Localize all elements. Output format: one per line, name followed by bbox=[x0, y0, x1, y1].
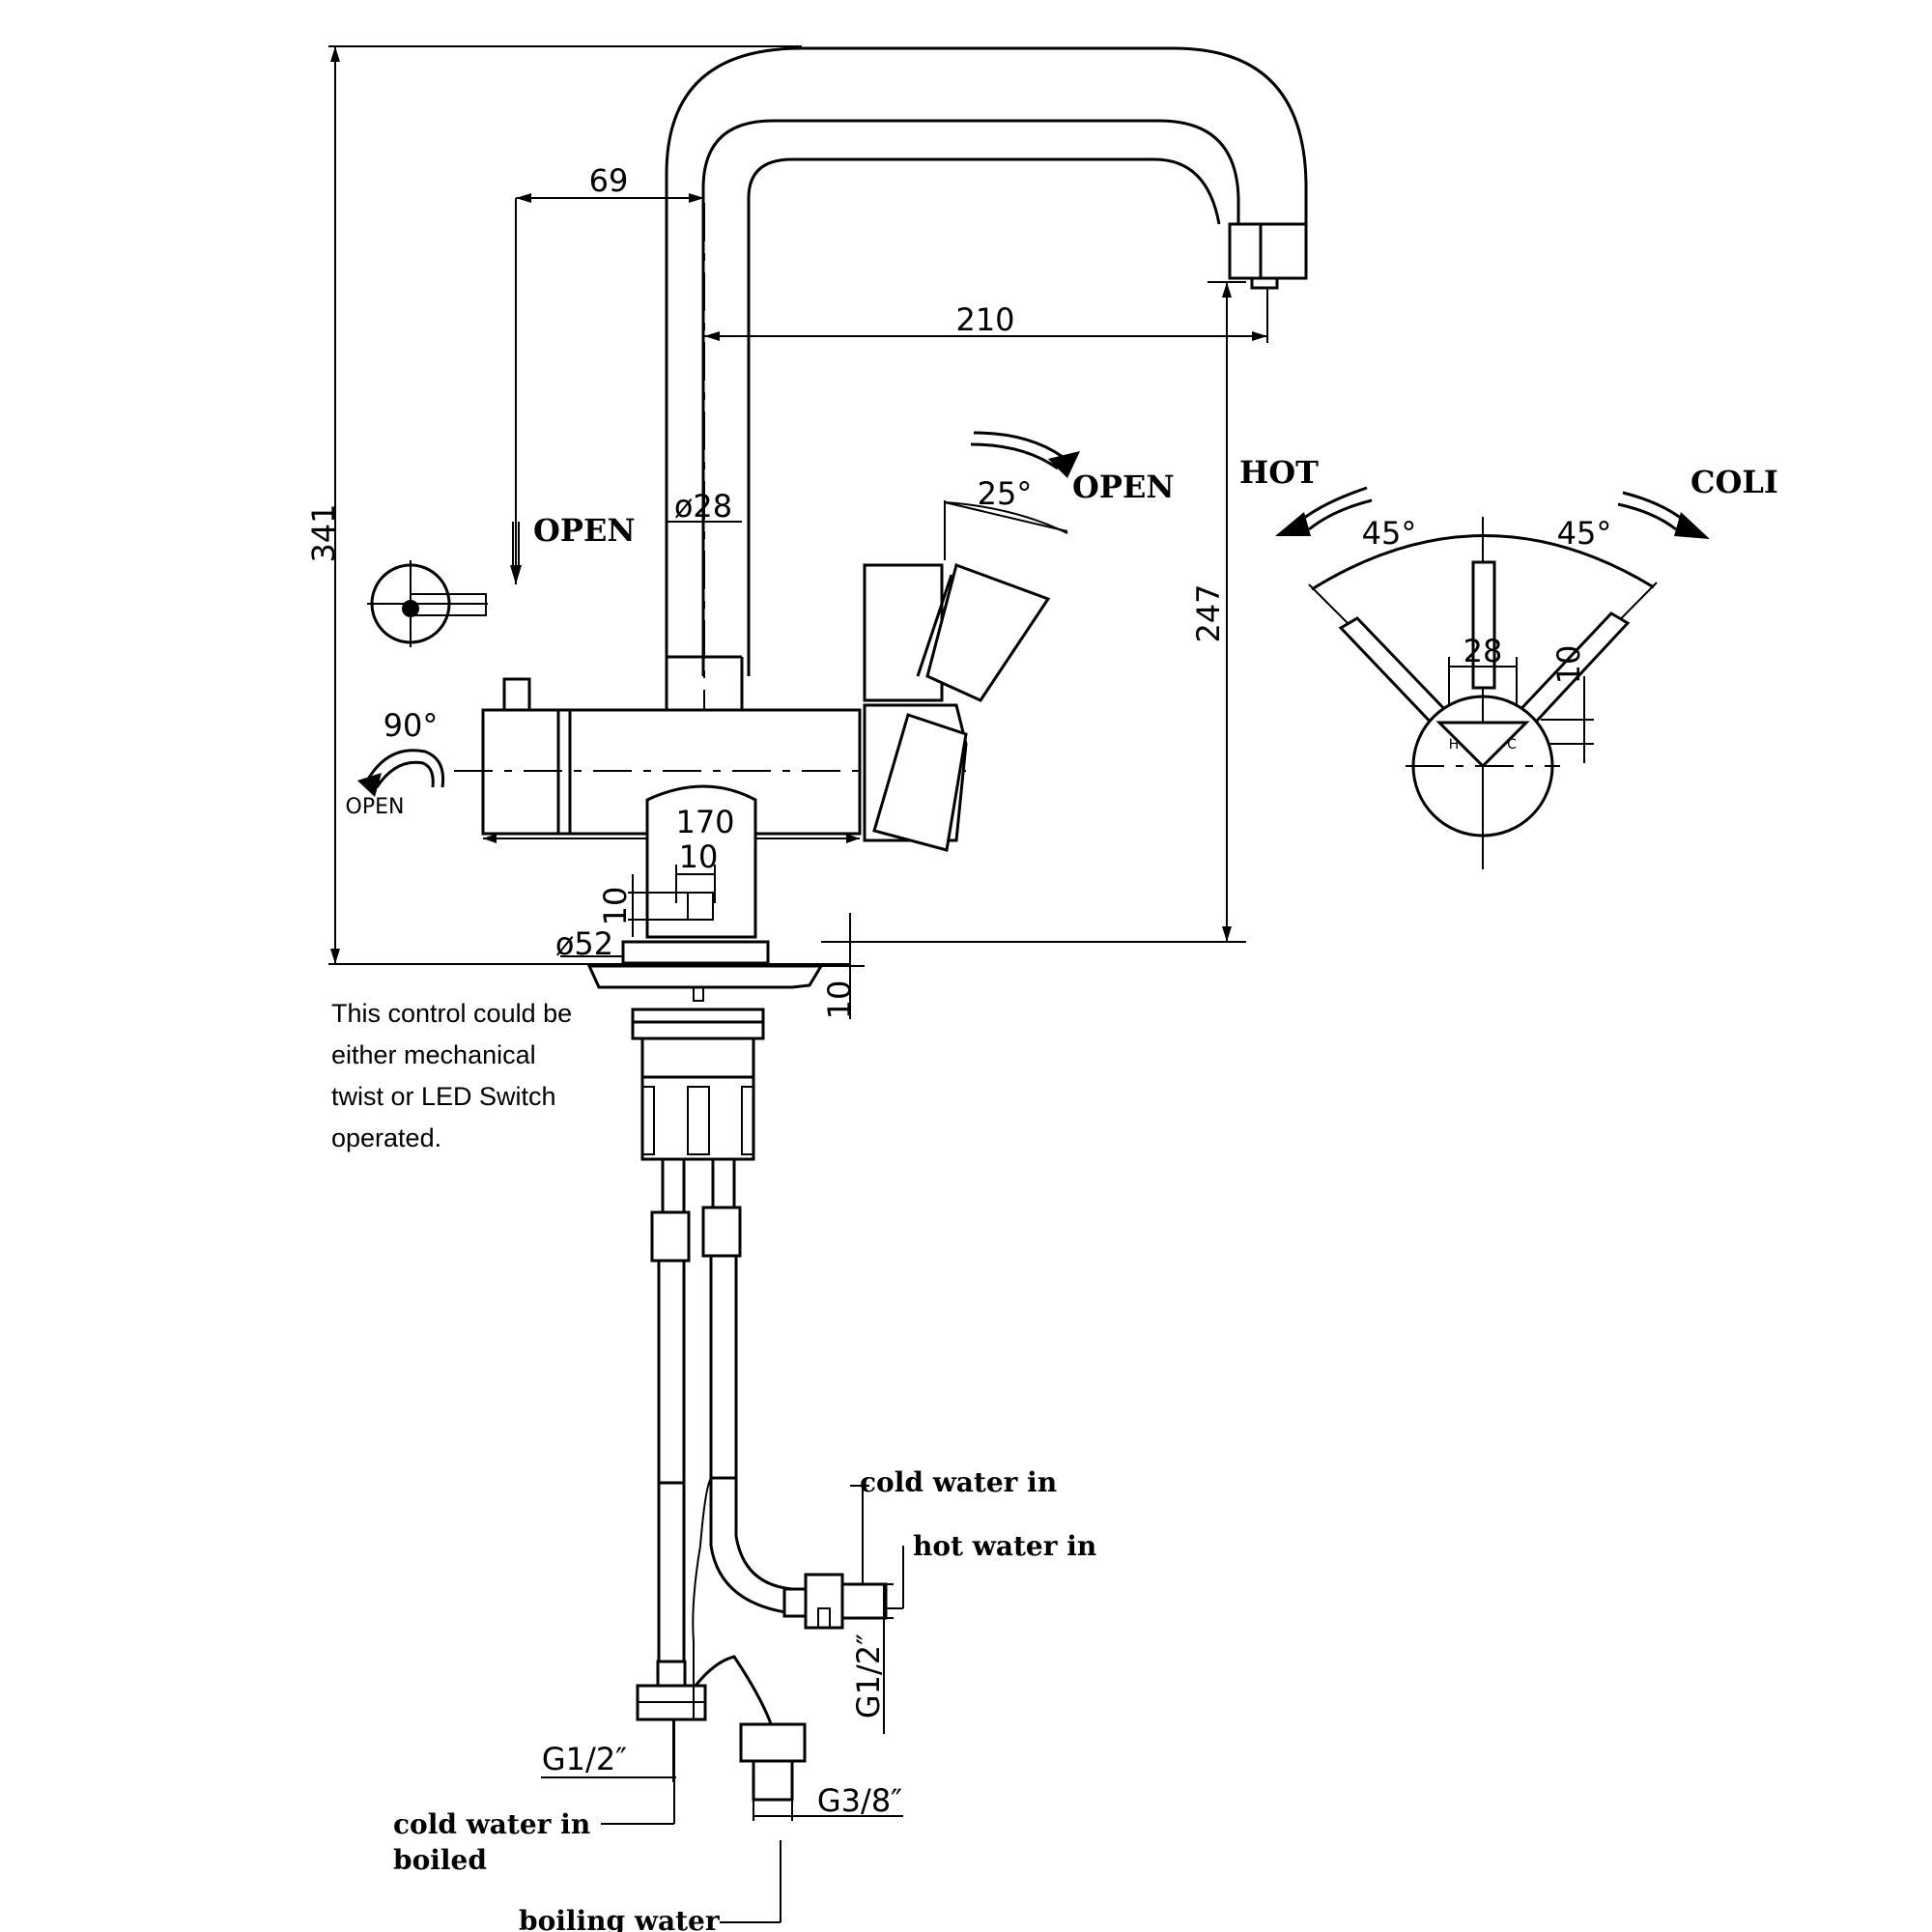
hot-angle: 45° bbox=[1362, 515, 1417, 552]
switch-end-view bbox=[367, 560, 488, 647]
knob-angle: 90° bbox=[384, 707, 439, 744]
dim-170: 170 bbox=[675, 804, 734, 840]
note-line-3: twist or LED Switch bbox=[331, 1082, 556, 1111]
note-line-2: either mechanical bbox=[331, 1040, 536, 1069]
cold-label: COLI bbox=[1690, 464, 1778, 500]
overall-height-dimension: 341 bbox=[305, 45, 850, 965]
dim-dia52: ø52 bbox=[555, 925, 613, 962]
cold-angle: 45° bbox=[1557, 515, 1612, 552]
lever-open-label: OPEN bbox=[1072, 469, 1175, 505]
dim-341: 341 bbox=[305, 503, 342, 562]
side-view: HOT COLI 45° 45° 28 10 bbox=[1239, 454, 1778, 869]
dim-plate: 10 bbox=[821, 980, 858, 1020]
base-ring bbox=[621, 940, 770, 965]
control-note: This control could be either mechanical … bbox=[331, 999, 572, 1152]
knob-rotation-indicator: 90° OPEN bbox=[346, 707, 445, 819]
center-handle-position bbox=[1471, 560, 1496, 690]
hub-hot-mark: H bbox=[1449, 737, 1460, 753]
dim-69: 69 bbox=[589, 162, 629, 199]
cold-boiled-label-2: boiled bbox=[393, 1844, 487, 1876]
hoses bbox=[636, 1157, 888, 1802]
pipe-labels: cold water in hot water in G1/2″ G1/2″ G… bbox=[393, 1466, 1096, 1932]
tap-body: 25° OPEN bbox=[454, 431, 1175, 852]
dim-210: 210 bbox=[955, 301, 1014, 338]
dim-valve-height: 10 bbox=[597, 887, 634, 926]
hot-water-in-label: hot water in bbox=[913, 1530, 1096, 1562]
dim-dia28: ø28 bbox=[674, 488, 732, 525]
top-open-indicator: OPEN bbox=[510, 512, 636, 584]
lever-housing bbox=[863, 563, 944, 702]
aerator bbox=[1250, 276, 1279, 290]
spout-nozzle bbox=[1228, 222, 1308, 280]
knob-open-label: OPEN bbox=[346, 795, 405, 819]
side-dim-28: 28 bbox=[1463, 633, 1503, 669]
cold-boiled-label-1: cold water in bbox=[393, 1808, 590, 1840]
hub-cold-mark: C bbox=[1507, 737, 1517, 753]
boiling-water-label: boiling water bbox=[519, 1905, 721, 1932]
shank-nut bbox=[631, 1008, 765, 1040]
hot-fitting bbox=[804, 1573, 844, 1630]
top-open-label: OPEN bbox=[533, 512, 636, 549]
thread-boiling: G3/8″ bbox=[817, 1782, 902, 1819]
hot-label: HOT bbox=[1239, 454, 1319, 491]
thread-left: G1/2″ bbox=[542, 1741, 627, 1777]
note-line-1: This control could be bbox=[331, 999, 572, 1028]
base-plate bbox=[586, 964, 824, 989]
lever-handle bbox=[925, 563, 1051, 702]
spout-dimensions: 69 210 ø28 bbox=[515, 162, 1268, 584]
dim-247: 247 bbox=[1190, 583, 1227, 642]
cold-water-in-label: cold water in bbox=[860, 1466, 1057, 1498]
shank-body bbox=[640, 1075, 755, 1161]
boiling-fitting bbox=[739, 1722, 807, 1763]
spout bbox=[665, 46, 1308, 734]
spout-height-dimension: 247 bbox=[840, 281, 1246, 943]
base-pedestal bbox=[645, 784, 757, 939]
side-dim-10: 10 bbox=[1550, 645, 1587, 685]
dim-valve-width: 10 bbox=[679, 838, 719, 875]
base-assembly: 170 10 10 ø52 10 bbox=[483, 784, 865, 1161]
knob-pin bbox=[502, 677, 531, 712]
lever-angle: 25° bbox=[978, 475, 1033, 512]
note-line-4: operated. bbox=[331, 1123, 441, 1152]
thread-right: G1/2″ bbox=[850, 1634, 887, 1719]
